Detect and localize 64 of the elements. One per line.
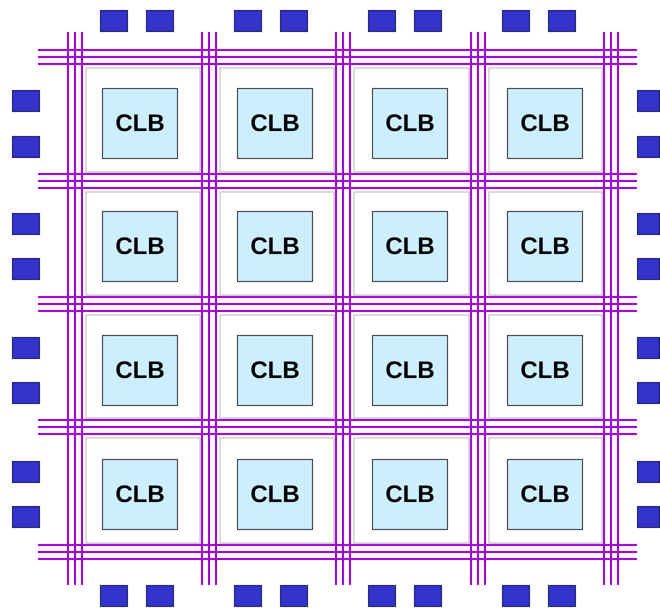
io-pad — [414, 10, 442, 32]
block-label: CLB — [520, 356, 570, 384]
block-label: CLB — [385, 232, 435, 260]
io-pad — [280, 10, 308, 32]
io-pad — [146, 10, 174, 32]
logic-block — [507, 211, 583, 282]
block-label: CLB — [115, 480, 165, 508]
io-pad — [146, 585, 174, 607]
io-pad — [637, 337, 660, 359]
logic-block — [237, 335, 313, 406]
block-label: CLB — [520, 232, 570, 260]
logic-block — [372, 88, 448, 159]
logic-block — [102, 88, 178, 159]
io-pad — [12, 136, 40, 158]
io-pad — [637, 461, 660, 483]
block-label: CLB — [250, 356, 300, 384]
logic-block — [237, 459, 313, 530]
io-pad — [12, 461, 40, 483]
io-pad — [637, 382, 660, 404]
io-pad — [502, 585, 530, 607]
io-pad — [12, 213, 40, 235]
logic-block — [237, 211, 313, 282]
logic-block — [237, 88, 313, 159]
block-label: CLB — [520, 480, 570, 508]
block-label: CLB — [115, 110, 165, 138]
io-pad — [548, 585, 576, 607]
logic-block — [102, 459, 178, 530]
block-label: CLB — [115, 232, 165, 260]
io-pad — [100, 585, 128, 607]
io-pad — [12, 506, 40, 528]
io-pad — [637, 506, 660, 528]
block-label: CLB — [385, 480, 435, 508]
io-pad — [548, 10, 576, 32]
block-label: CLB — [250, 232, 300, 260]
block-label: CLB — [385, 110, 435, 138]
io-pad — [12, 337, 40, 359]
io-pad — [502, 10, 530, 32]
block-label: CLB — [520, 110, 570, 138]
io-pad — [637, 258, 660, 280]
io-pad — [234, 585, 262, 607]
block-label: CLB — [385, 356, 435, 384]
logic-block — [102, 211, 178, 282]
io-pad — [280, 585, 308, 607]
io-pad — [414, 585, 442, 607]
logic-block — [102, 335, 178, 406]
block-label: CLB — [250, 110, 300, 138]
logic-block — [372, 211, 448, 282]
io-pad — [637, 136, 660, 158]
logic-block — [372, 335, 448, 406]
io-pad — [12, 382, 40, 404]
io-pad — [234, 10, 262, 32]
logic-block — [507, 335, 583, 406]
io-pad — [637, 90, 660, 112]
io-pad — [12, 258, 40, 280]
logic-block — [372, 459, 448, 530]
io-pad — [12, 90, 40, 112]
block-label: CLB — [250, 480, 300, 508]
io-pad — [368, 10, 396, 32]
io-pad — [368, 585, 396, 607]
logic-block — [507, 459, 583, 530]
io-pad — [637, 213, 660, 235]
block-label: CLB — [115, 356, 165, 384]
logic-block — [507, 88, 583, 159]
io-pad — [100, 10, 128, 32]
